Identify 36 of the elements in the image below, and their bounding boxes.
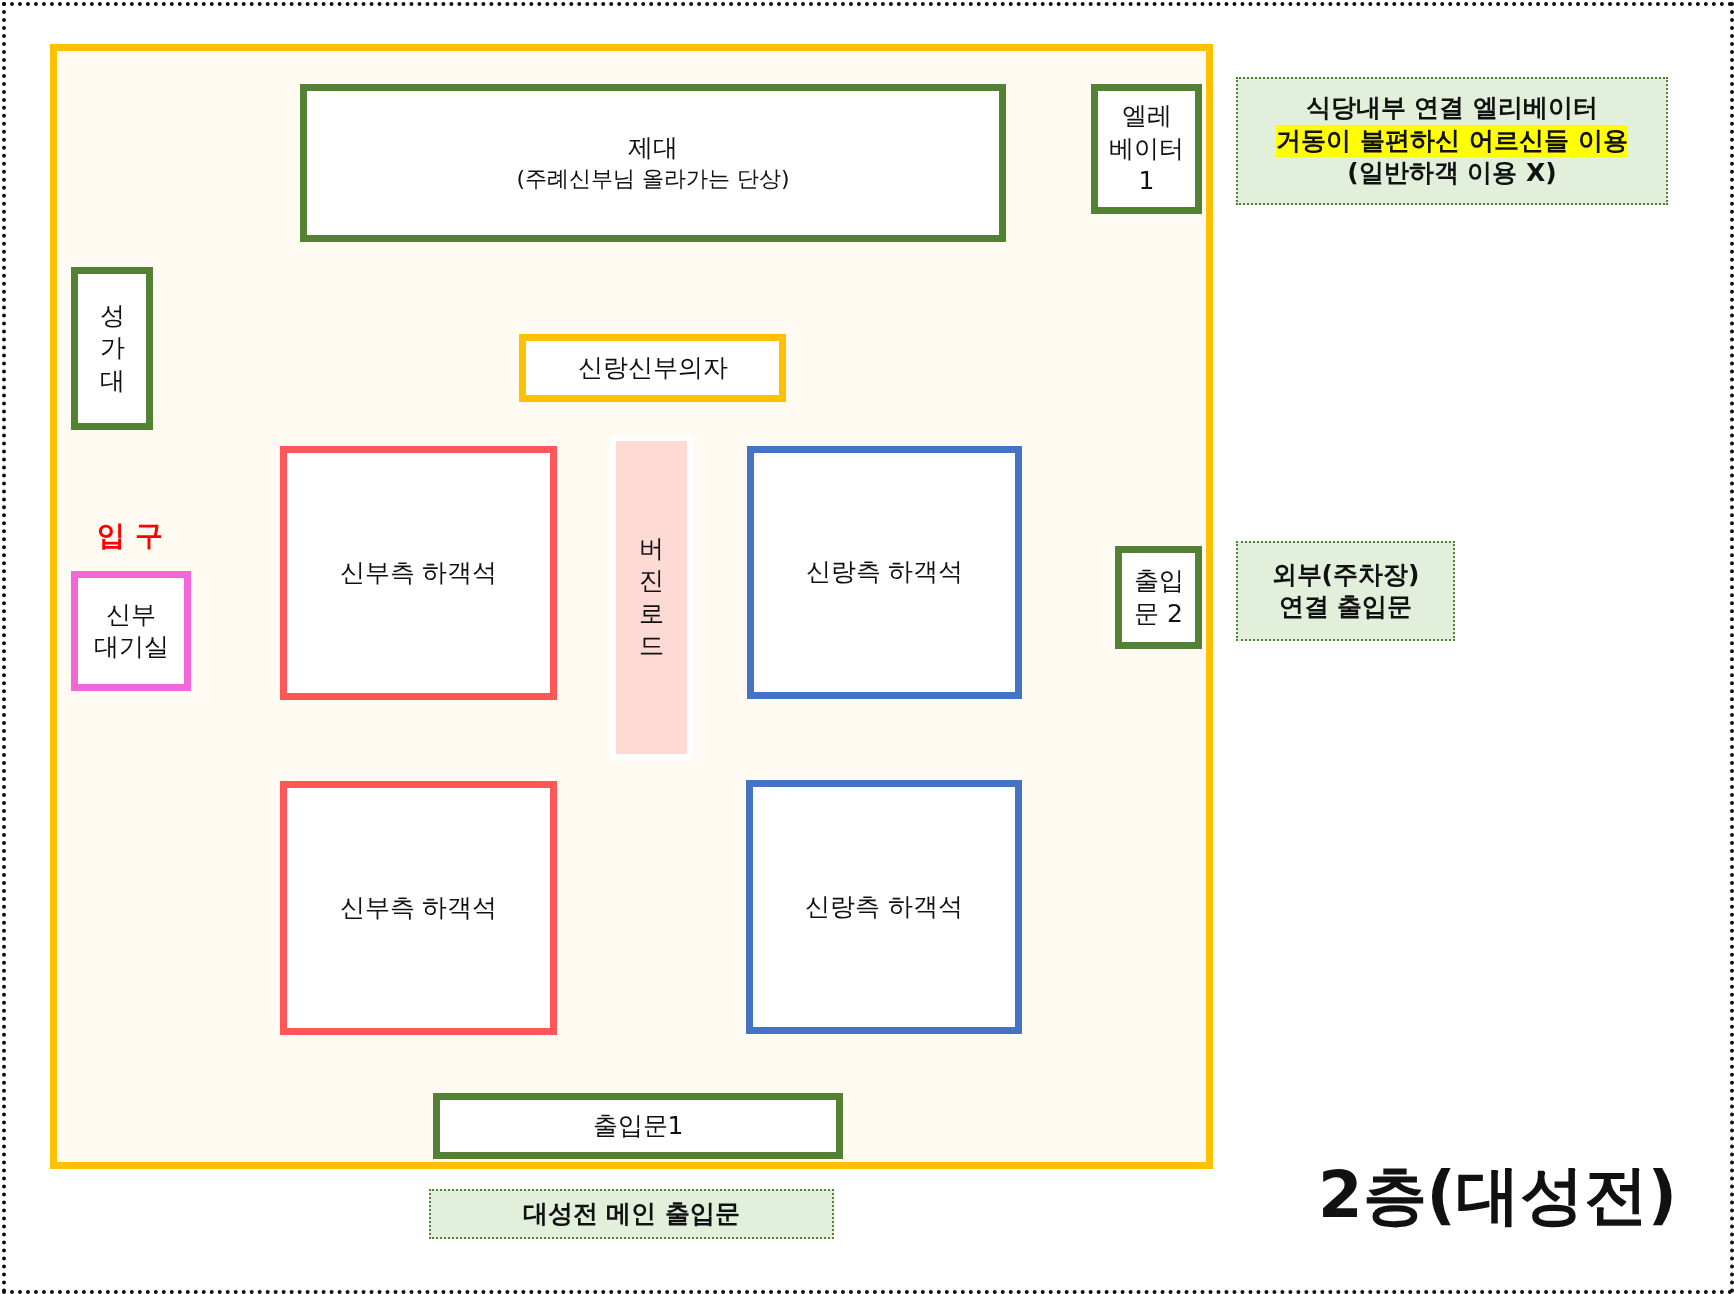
elevator-box — [1091, 84, 1202, 214]
floor-title: 2층(대성전) — [1318, 1157, 1678, 1234]
room-description: (주례신부님 올라가는 단상) — [516, 164, 790, 193]
waiting-room — [71, 571, 191, 691]
room-label: 신랑측 하객석 — [805, 556, 964, 589]
room-label: 버 진 로 드 — [638, 532, 665, 662]
room-label: 신랑신부의자 — [577, 351, 728, 384]
altar-platform — [300, 84, 1006, 242]
room-label: 신부측 하객석 — [339, 891, 498, 924]
room-label: 식당내부 연결 엘리베이터 — [1305, 92, 1599, 125]
note-box — [1236, 77, 1668, 205]
door-box — [433, 1093, 843, 1159]
room-label: 성 가 대 — [98, 299, 126, 397]
choir-area — [71, 267, 153, 430]
guest-seating-area — [280, 781, 557, 1035]
room-label: 출입문1 — [592, 1109, 684, 1142]
entrance-label: 입 구 — [97, 518, 163, 554]
room-description: (일반하객 이용 X) — [1347, 157, 1557, 190]
room-label: 외부(주차장) 연결 출입문 — [1270, 558, 1421, 623]
guest-seating-area — [280, 446, 557, 700]
room-description: 거동이 불편하신 어르신들 이용 — [1276, 124, 1628, 158]
guest-seating-area — [746, 780, 1022, 1034]
room-label: 신부 대기실 — [92, 598, 170, 663]
guest-seating-area — [747, 446, 1022, 699]
room-label: 엘레 베이터 1 — [1109, 100, 1184, 198]
note-box — [1236, 541, 1455, 641]
room-label: 제대 — [628, 132, 678, 165]
room-label: 대성전 메인 출입문 — [522, 1197, 741, 1230]
floor-plan-area — [50, 44, 1213, 1169]
couple-seat-box — [519, 334, 786, 402]
room-label: 신랑측 하객석 — [805, 890, 963, 923]
room-label: 신부측 하객석 — [339, 556, 498, 589]
room-label: 출입 문 2 — [1132, 565, 1185, 630]
note-box — [429, 1189, 834, 1239]
aisle-strip — [610, 435, 693, 760]
door-box — [1115, 546, 1202, 649]
